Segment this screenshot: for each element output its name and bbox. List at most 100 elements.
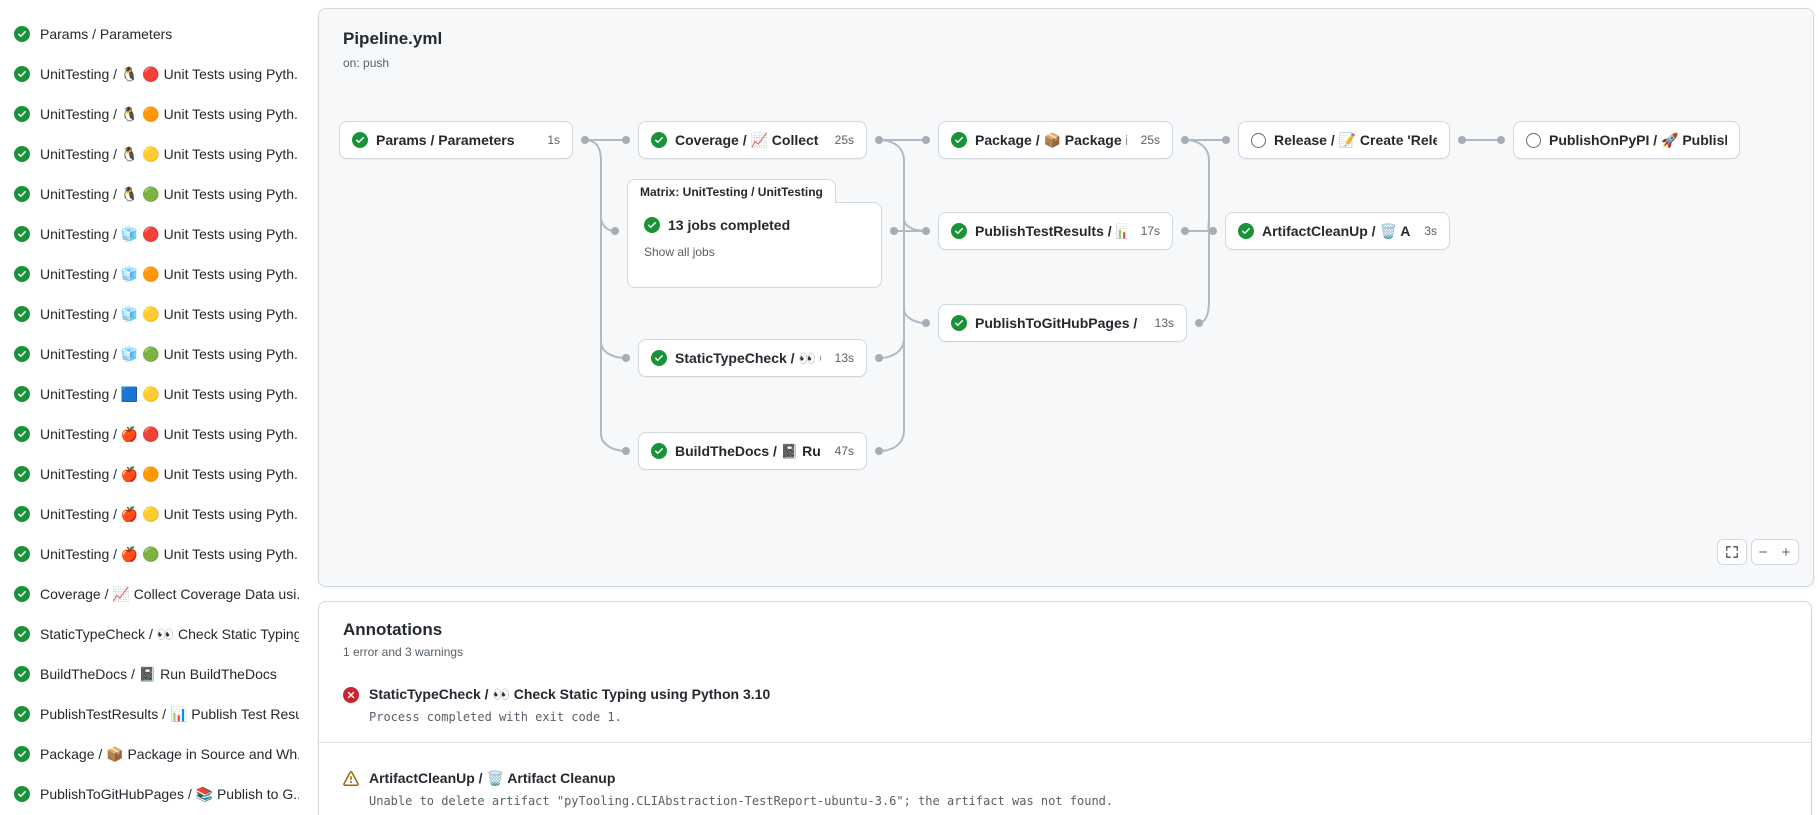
job-label: UnitTesting / 🍎 🟡 Unit Tests using Pyth.…: [40, 505, 299, 522]
node-label: PublishToGitHubPages / 📚 ...: [975, 314, 1141, 331]
node-duration: 3s: [1424, 224, 1437, 238]
job-label: BuildTheDocs / 📓 Run BuildTheDocs: [40, 665, 277, 682]
job-list-item[interactable]: PublishTestResults / 📊 Publish Test Resu…: [0, 694, 305, 734]
success-check-icon: [14, 466, 30, 482]
success-check-icon: [651, 132, 667, 148]
job-label: Coverage / 📈 Collect Coverage Data usi..…: [40, 585, 299, 602]
success-check-icon: [14, 386, 30, 402]
node-label: Params / Parameters: [376, 132, 515, 148]
success-check-icon: [14, 506, 30, 522]
node-duration: 17s: [1140, 224, 1160, 238]
success-check-icon: [14, 306, 30, 322]
matrix-summary-row: 13 jobs completed: [644, 217, 865, 233]
job-list-item[interactable]: UnitTesting / 🐧 🟡 Unit Tests using Pyth.…: [0, 134, 305, 174]
job-label: UnitTesting / 🐧 🟡 Unit Tests using Pyth.…: [40, 145, 299, 162]
graph-node-publishtestresults[interactable]: PublishTestResults / 📊 Pu... 17s: [938, 212, 1173, 250]
pipeline-graph-card: Pipeline.yml on: push: [318, 8, 1814, 587]
graph-node-params[interactable]: Params / Parameters 1s: [339, 121, 573, 159]
job-label: UnitTesting / 🧊 🟢 Unit Tests using Pyth.…: [40, 345, 299, 362]
job-list-item[interactable]: Coverage / 📈 Collect Coverage Data usi..…: [0, 574, 305, 614]
node-label: ArtifactCleanUp / 🗑️ Artifac...: [1262, 222, 1411, 239]
success-check-icon: [14, 586, 30, 602]
node-label: Coverage / 📈 Collect Cove...: [675, 131, 821, 148]
success-check-icon: [644, 217, 660, 233]
success-check-icon: [14, 186, 30, 202]
graph-node-artifactcleanup[interactable]: ArtifactCleanUp / 🗑️ Artifac... 3s: [1225, 212, 1450, 250]
node-duration: 13s: [1154, 316, 1174, 330]
graph-node-release[interactable]: Release / 📝 Create 'Release P...: [1238, 121, 1450, 159]
node-duration: 47s: [834, 444, 854, 458]
success-check-icon: [14, 666, 30, 682]
job-list-item[interactable]: Package / 📦 Package in Source and Wh...: [0, 734, 305, 774]
job-list-item[interactable]: UnitTesting / 🧊 🟡 Unit Tests using Pyth.…: [0, 294, 305, 334]
graph-node-publishtogithubpages[interactable]: PublishToGitHubPages / 📚 ... 13s: [938, 304, 1187, 342]
job-label: PublishToGitHubPages / 📚 Publish to G...: [40, 785, 299, 802]
job-label: UnitTesting / 🧊 🟠 Unit Tests using Pyth.…: [40, 265, 299, 282]
annotations-summary: 1 error and 3 warnings: [343, 645, 464, 659]
job-list-item[interactable]: UnitTesting / 🍎 🟢 Unit Tests using Pyth.…: [0, 534, 305, 574]
matrix-group-box: 13 jobs completed Show all jobs: [627, 202, 882, 288]
success-check-icon: [651, 350, 667, 366]
job-list-item[interactable]: Params / Parameters: [0, 14, 305, 54]
node-label: PublishOnPyPI / 🚀 Publish to ...: [1549, 131, 1727, 148]
success-check-icon: [651, 443, 667, 459]
job-label: Params / Parameters: [40, 26, 173, 42]
show-all-jobs-link[interactable]: Show all jobs: [644, 245, 715, 259]
annotations-card: Annotations 1 error and 3 warnings Stati…: [318, 601, 1812, 815]
job-list-item[interactable]: UnitTesting / 🧊 🟢 Unit Tests using Pyth.…: [0, 334, 305, 374]
job-label: UnitTesting / 🍎 🟢 Unit Tests using Pyth.…: [40, 545, 299, 562]
graph-node-statictypecheck[interactable]: StaticTypeCheck / 👀 Chec... 13s: [638, 339, 867, 377]
annotation-job-title: StaticTypeCheck / 👀 Check Static Typing …: [369, 686, 771, 702]
matrix-tab-label: Matrix: UnitTesting / UnitTesting: [627, 179, 836, 204]
annotation-warning-item: ArtifactCleanUp / 🗑️ Artifact Cleanup Un…: [319, 743, 1811, 808]
graph-node-coverage[interactable]: Coverage / 📈 Collect Cove... 25s: [638, 121, 867, 159]
success-check-icon: [951, 315, 967, 331]
node-label: BuildTheDocs / 📓 Run Buil...: [675, 442, 821, 459]
graph-node-buildthedocs[interactable]: BuildTheDocs / 📓 Run Buil... 47s: [638, 432, 867, 470]
job-label: UnitTesting / 🍎 🟠 Unit Tests using Pyth.…: [40, 465, 299, 482]
job-list-item[interactable]: StaticTypeCheck / 👀 Check Static Typing.…: [0, 614, 305, 654]
job-list-item[interactable]: UnitTesting / 🍎 🟠 Unit Tests using Pyth.…: [0, 454, 305, 494]
annotation-error-link[interactable]: StaticTypeCheck / 👀 Check Static Typing …: [343, 686, 1787, 703]
success-check-icon: [14, 346, 30, 362]
job-label: UnitTesting / 🐧 🟢 Unit Tests using Pyth.…: [40, 185, 299, 202]
job-list-item[interactable]: UnitTesting / 🍎 🟡 Unit Tests using Pyth.…: [0, 494, 305, 534]
job-list-item[interactable]: UnitTesting / 🧊 🔴 Unit Tests using Pyth.…: [0, 214, 305, 254]
workflow-file-title: Pipeline.yml: [343, 29, 443, 48]
zoom-out-button[interactable]: −: [1751, 539, 1775, 565]
job-label: UnitTesting / 🧊 🟡 Unit Tests using Pyth.…: [40, 305, 299, 322]
success-check-icon: [14, 26, 30, 42]
job-list-item[interactable]: UnitTesting / 🐧 🟢 Unit Tests using Pyth.…: [0, 174, 305, 214]
success-check-icon: [14, 786, 30, 802]
success-check-icon: [14, 106, 30, 122]
success-check-icon: [951, 132, 967, 148]
graph-node-package[interactable]: Package / 📦 Package in So... 25s: [938, 121, 1173, 159]
job-list-item[interactable]: UnitTesting / 🐧 🔴 Unit Tests using Pyth.…: [0, 54, 305, 94]
success-check-icon: [14, 706, 30, 722]
job-label: UnitTesting / 🍎 🔴 Unit Tests using Pyth.…: [40, 425, 299, 442]
job-label: UnitTesting / 🐧 🔴 Unit Tests using Pyth.…: [40, 65, 299, 82]
fullscreen-button[interactable]: [1717, 539, 1747, 565]
graph-node-publishonpypi[interactable]: PublishOnPyPI / 🚀 Publish to ...: [1513, 121, 1740, 159]
annotation-warning-link[interactable]: ArtifactCleanUp / 🗑️ Artifact Cleanup: [343, 770, 1787, 787]
success-check-icon: [14, 146, 30, 162]
success-check-icon: [14, 266, 30, 282]
job-label: UnitTesting / 🐧 🟠 Unit Tests using Pyth.…: [40, 105, 299, 122]
fullscreen-icon: [1726, 546, 1738, 558]
node-label: Release / 📝 Create 'Release P...: [1274, 131, 1437, 148]
node-duration: 13s: [834, 351, 854, 365]
job-list-sidebar: Params / Parameters UnitTesting / 🐧 🔴 Un…: [0, 0, 305, 815]
job-list-item[interactable]: UnitTesting / 🍎 🔴 Unit Tests using Pyth.…: [0, 414, 305, 454]
job-list-item[interactable]: UnitTesting / 🐧 🟠 Unit Tests using Pyth.…: [0, 94, 305, 134]
job-list-item[interactable]: UnitTesting / 🟦 🟡 Unit Tests using Pyth.…: [0, 374, 305, 414]
job-list-item[interactable]: PublishToGitHubPages / 📚 Publish to G...: [0, 774, 305, 814]
annotations-title: Annotations: [343, 620, 443, 639]
success-check-icon: [14, 746, 30, 762]
job-list-item[interactable]: BuildTheDocs / 📓 Run BuildTheDocs: [0, 654, 305, 694]
zoom-in-button[interactable]: +: [1774, 539, 1799, 565]
node-duration: 25s: [1140, 133, 1160, 147]
node-duration: 25s: [834, 133, 854, 147]
job-list-item[interactable]: UnitTesting / 🧊 🟠 Unit Tests using Pyth.…: [0, 254, 305, 294]
node-label: Package / 📦 Package in So...: [975, 131, 1127, 148]
